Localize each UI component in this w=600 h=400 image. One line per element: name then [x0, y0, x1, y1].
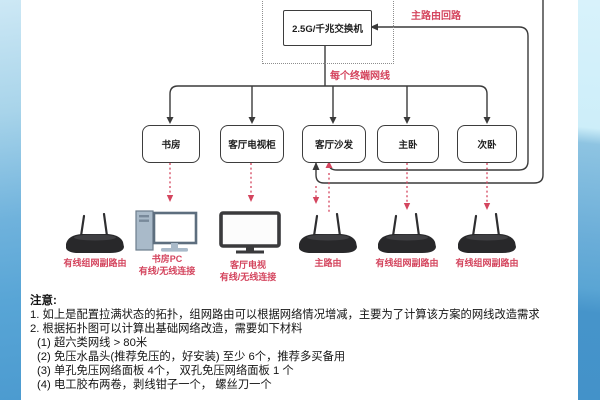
- router-icon: [60, 212, 130, 260]
- background-band-left: [0, 0, 21, 400]
- room-node-master-bedroom: 主卧: [377, 125, 439, 163]
- room-label: 书房: [161, 140, 181, 151]
- device-label-secondary-router-2: 有线组网副路由: [375, 258, 439, 268]
- note-line-1: 1. 如上是配置拉满状态的拓扑，组网路由可以根据网络情况增减，主要为了计算该方案…: [30, 309, 540, 321]
- note-material-4: (4) 电工胶布两卷，剥线钳子一个， 螺丝刀一个: [37, 379, 272, 391]
- note-material-3: (3) 单孔免压网络面板 4个， 双孔免压网络面板 1 个: [37, 365, 294, 377]
- switch-enclosure-dotted-box: [262, 0, 394, 64]
- switch-label: 2.5G/千兆交换机: [292, 24, 363, 35]
- note-material-1: (1) 超六类网线 > 80米: [37, 337, 148, 349]
- room-node-tv-cabinet: 客厅电视柜: [220, 125, 284, 163]
- notes-section: 注意: 1. 如上是配置拉满状态的拓扑，组网路由可以根据网络情况增减，主要为了计…: [30, 294, 578, 392]
- device-label-secondary-router-3: 有线组网副路由: [455, 258, 519, 268]
- device-sublabel-line: 有线/无线连接: [138, 265, 196, 276]
- room-label: 客厅电视柜: [228, 140, 276, 151]
- device-label-living-room-tv: 客厅电视 有线/无线连接: [198, 260, 298, 283]
- device-label-secondary-router-1: 有线组网副路由: [63, 258, 127, 268]
- router-icon: [293, 212, 363, 260]
- main-router-loop-label: 主路由回路: [411, 11, 461, 22]
- note-material-2: (2) 免压水晶头(推荐免压的，好安装) 至少 6个，推荐多买备用: [37, 351, 346, 363]
- per-terminal-cable-label: 每个终端网线: [330, 71, 390, 82]
- device-label-main-router: 主路由: [314, 258, 342, 268]
- background-band-right: [578, 0, 600, 400]
- room-label: 客厅沙发: [314, 140, 353, 151]
- device-label-study-pc: 书房PC 有线/无线连接: [117, 254, 217, 277]
- router-icon: [452, 212, 522, 260]
- device-sublabel-line: 有线/无线连接: [219, 271, 277, 282]
- notes-title: 注意:: [30, 295, 57, 307]
- pc-icon: [134, 205, 198, 260]
- tv-icon: [219, 211, 281, 262]
- room-node-sofa: 客厅沙发: [302, 125, 366, 163]
- room-node-study: 书房: [142, 125, 200, 163]
- room-node-second-bedroom: 次卧: [457, 125, 517, 163]
- device-label-line: 书房PC: [151, 254, 183, 264]
- room-label: 次卧: [477, 140, 497, 151]
- device-label-line: 客厅电视: [229, 260, 266, 270]
- note-line-2: 2. 根据拓扑图可以计算出基础网络改造，需要如下材料: [30, 323, 303, 335]
- room-label: 主卧: [398, 140, 418, 151]
- switch-node: 2.5G/千兆交换机: [283, 10, 372, 46]
- router-icon: [372, 212, 442, 260]
